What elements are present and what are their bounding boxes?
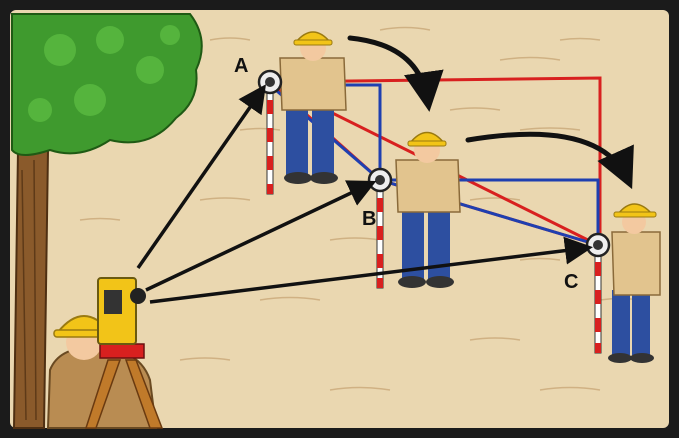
prism-c-icon [587,234,609,256]
pole-c [595,245,601,353]
point-label-c: C [564,271,578,293]
point-label-b: B [362,208,376,230]
pole-a [267,82,273,194]
point-label-a: A [234,55,248,77]
prism-a-icon [259,71,281,93]
prism-b-icon [369,169,391,191]
